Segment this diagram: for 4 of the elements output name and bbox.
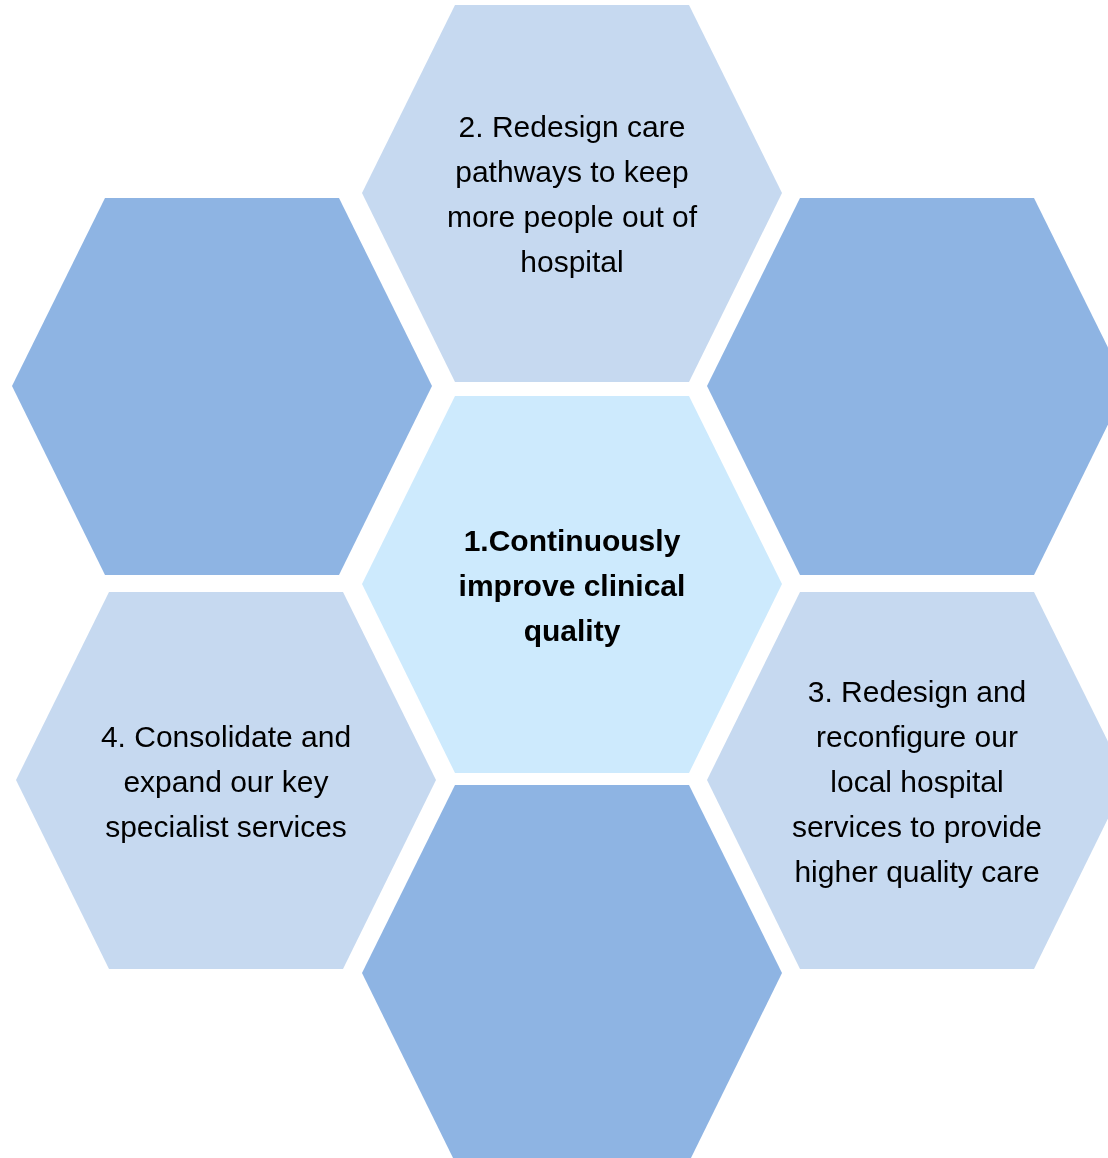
hexagon-label: 3. Redesign and reconfigure our local hospital services to provide higher quality care: [790, 673, 1044, 890]
hexagon-label: 4. Consolidate and expand our key specialist services: [99, 718, 353, 845]
hexagon-label: 1.Continuously improve clinical quality: [457, 522, 687, 649]
hexagon-label: 2. Redesign care pathways to keep more people out of hospital: [445, 108, 699, 280]
